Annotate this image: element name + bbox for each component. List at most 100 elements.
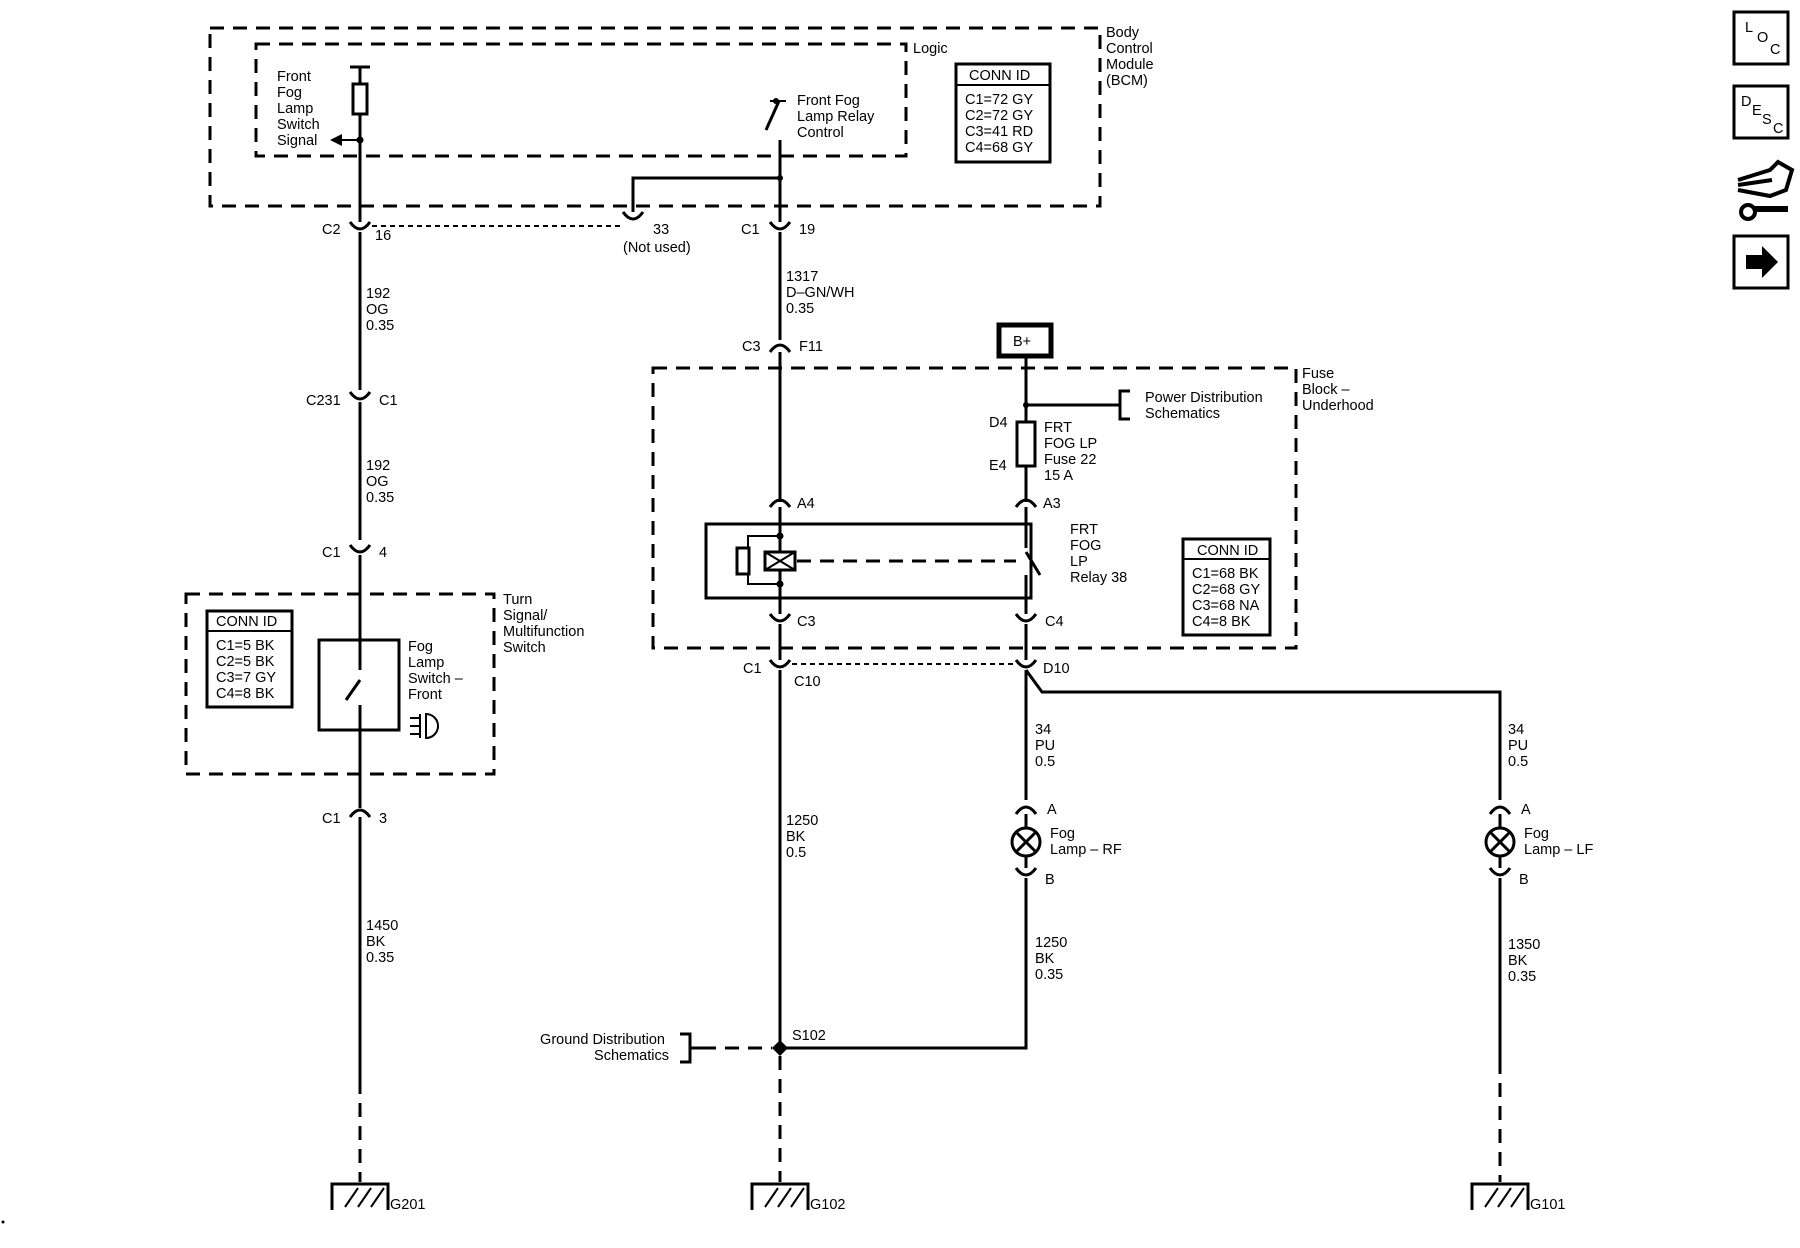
switch-conn-table: CONN ID C1=5 BK C2=5 BK C3=7 GY C4=8 BK xyxy=(205,609,294,709)
svg-text:E: E xyxy=(1752,103,1762,119)
fog-switch-signal-label: Front Fog Lamp Switch Signal xyxy=(277,69,324,149)
wrench-connector-icon[interactable] xyxy=(1737,159,1795,221)
connector-bcm-c2 xyxy=(348,221,372,231)
svg-text:C4=8 BK: C4=8 BK xyxy=(216,686,275,702)
wire-34-rf-label: 34 PU 0.5 xyxy=(1035,722,1059,770)
connector-sw-c1-bot xyxy=(348,808,372,818)
power-dist-label: Power Distribution Schematics xyxy=(1145,390,1267,422)
wire-to-unused-pin xyxy=(631,176,780,212)
fuse-block-title: Fuse Block – Underhood xyxy=(1302,366,1374,414)
svg-text:C3=68 NA: C3=68 NA xyxy=(1192,598,1260,614)
svg-text:C2=72 GY: C2=72 GY xyxy=(965,108,1033,124)
lf-b-label: B xyxy=(1519,872,1529,888)
fuse-c1-pin: C10 xyxy=(794,674,821,690)
fuse-22 xyxy=(1015,420,1037,468)
logic-outline xyxy=(254,42,908,158)
connector-d10 xyxy=(1014,659,1038,669)
svg-text:L: L xyxy=(1745,20,1753,36)
rf-b-label: B xyxy=(1045,872,1055,888)
svg-text:C3=7 GY: C3=7 GY xyxy=(216,670,276,686)
svg-text:C4=8 BK: C4=8 BK xyxy=(1192,614,1251,630)
connector-relay-c3 xyxy=(768,613,792,623)
unused-pin-label: 33 xyxy=(653,222,669,238)
ground-g201-icon xyxy=(330,1182,390,1210)
connector-unused-33 xyxy=(621,211,645,221)
connector-a3 xyxy=(1014,498,1038,508)
connector-fuse-c1 xyxy=(768,659,792,669)
wire-1250-left-label: 1250 BK 0.5 xyxy=(786,813,822,861)
connector-rf-b xyxy=(1014,867,1038,877)
wire-34-lf xyxy=(1024,669,1502,800)
svg-text:CONN ID: CONN ID xyxy=(216,614,277,630)
relay-c4-label: C4 xyxy=(1045,614,1064,630)
switch-signal-resistor xyxy=(350,65,370,140)
turn-switch-title: Turn Signal/ Multifunction Switch xyxy=(503,592,588,656)
sw-c1-bot-label: C1 xyxy=(322,811,341,827)
wire-1350-lf-label: 1350 BK 0.35 xyxy=(1508,937,1544,985)
lf-lamp-icon xyxy=(1484,826,1516,858)
c231-label: C231 xyxy=(306,393,341,409)
bcm-outline xyxy=(208,26,1102,208)
sw-c1-top-label: C1 xyxy=(322,545,341,561)
svg-text:CONN ID: CONN ID xyxy=(1197,543,1258,559)
connector-lf-b xyxy=(1488,867,1512,877)
bcm-conn-table: CONN ID C1=72 GY C2=72 GY C3=41 RD C4=68… xyxy=(954,62,1052,164)
connector-c231 xyxy=(348,391,372,401)
ground-g201-label: G201 xyxy=(390,1197,425,1213)
rf-a-label: A xyxy=(1047,802,1057,818)
signal-arrow-icon xyxy=(330,134,364,146)
connector-relay-c4 xyxy=(1014,613,1038,623)
rf-lamp-label: Fog Lamp – RF xyxy=(1050,826,1122,858)
fuse-block-outline xyxy=(651,366,1298,650)
svg-text:O: O xyxy=(1757,30,1768,46)
fuse-label: FRT FOG LP Fuse 22 15 A xyxy=(1044,420,1101,484)
corner-mark xyxy=(1,1220,5,1224)
relay-a4-label: A4 xyxy=(797,496,815,512)
next-page-button[interactable] xyxy=(1732,234,1790,290)
turn-switch-outline xyxy=(184,592,496,776)
sw-c1-bot-pin: 3 xyxy=(379,811,387,827)
relay-c3-label: C3 xyxy=(797,614,816,630)
connector-lf-a xyxy=(1488,805,1512,815)
lf-lamp-label: Fog Lamp – LF xyxy=(1524,826,1593,858)
svg-text:C4=68 GY: C4=68 GY xyxy=(965,140,1033,156)
ground-g102-label: G102 xyxy=(810,1197,845,1213)
ground-g102-icon xyxy=(750,1182,810,1210)
fuse-c3-pin: F11 xyxy=(799,339,823,355)
fog-lamp-icon xyxy=(410,712,439,740)
relay-label: FRT FOG LP Relay 38 xyxy=(1070,522,1127,586)
bcm-c2-pin: 16 xyxy=(375,228,391,244)
svg-text:S: S xyxy=(1762,112,1772,128)
switch-blade xyxy=(344,679,362,701)
sw-c1-top-pin: 4 xyxy=(379,545,387,561)
svg-text:C1=5 BK: C1=5 BK xyxy=(216,638,275,654)
wire-1317-label: 1317 D–GN/WH 0.35 xyxy=(786,269,859,317)
bcm-c1-label: C1 xyxy=(741,222,760,238)
svg-text:C: C xyxy=(1773,121,1783,137)
desc-button[interactable]: D E S C xyxy=(1732,84,1790,140)
wire-192-top-label: 192 OG 0.35 xyxy=(366,286,394,334)
wire-1450-label: 1450 BK 0.35 xyxy=(366,918,402,966)
logic-title: Logic xyxy=(913,41,948,57)
wire-1250-rf xyxy=(780,878,1028,1050)
connector-fuse-c3 xyxy=(768,343,792,353)
c231-pin: C1 xyxy=(379,393,398,409)
relay-control-label: Front Fog Lamp Relay Control xyxy=(797,93,878,141)
fuse-d4-label: D4 xyxy=(989,415,1008,431)
connector-a4 xyxy=(768,498,792,508)
relay-contact xyxy=(1024,507,1042,614)
ground-dist-label: Ground Distribution Schematics xyxy=(540,1032,669,1064)
fuse-d10-label: D10 xyxy=(1043,661,1070,677)
svg-text:C2=68 GY: C2=68 GY xyxy=(1192,582,1260,598)
b-plus-label: B+ xyxy=(1013,334,1031,350)
not-used-label: (Not used) xyxy=(623,240,691,256)
fuse-c1-label: C1 xyxy=(743,661,762,677)
connector-rf-a xyxy=(1014,805,1038,815)
loc-button[interactable]: L O C xyxy=(1732,10,1790,66)
ground-dist-bracket xyxy=(680,1032,702,1064)
relay-control-switch xyxy=(764,98,786,178)
splice-label: S102 xyxy=(792,1028,826,1044)
connector-sw-c1-top xyxy=(348,544,372,554)
relay-a3-label: A3 xyxy=(1043,496,1061,512)
